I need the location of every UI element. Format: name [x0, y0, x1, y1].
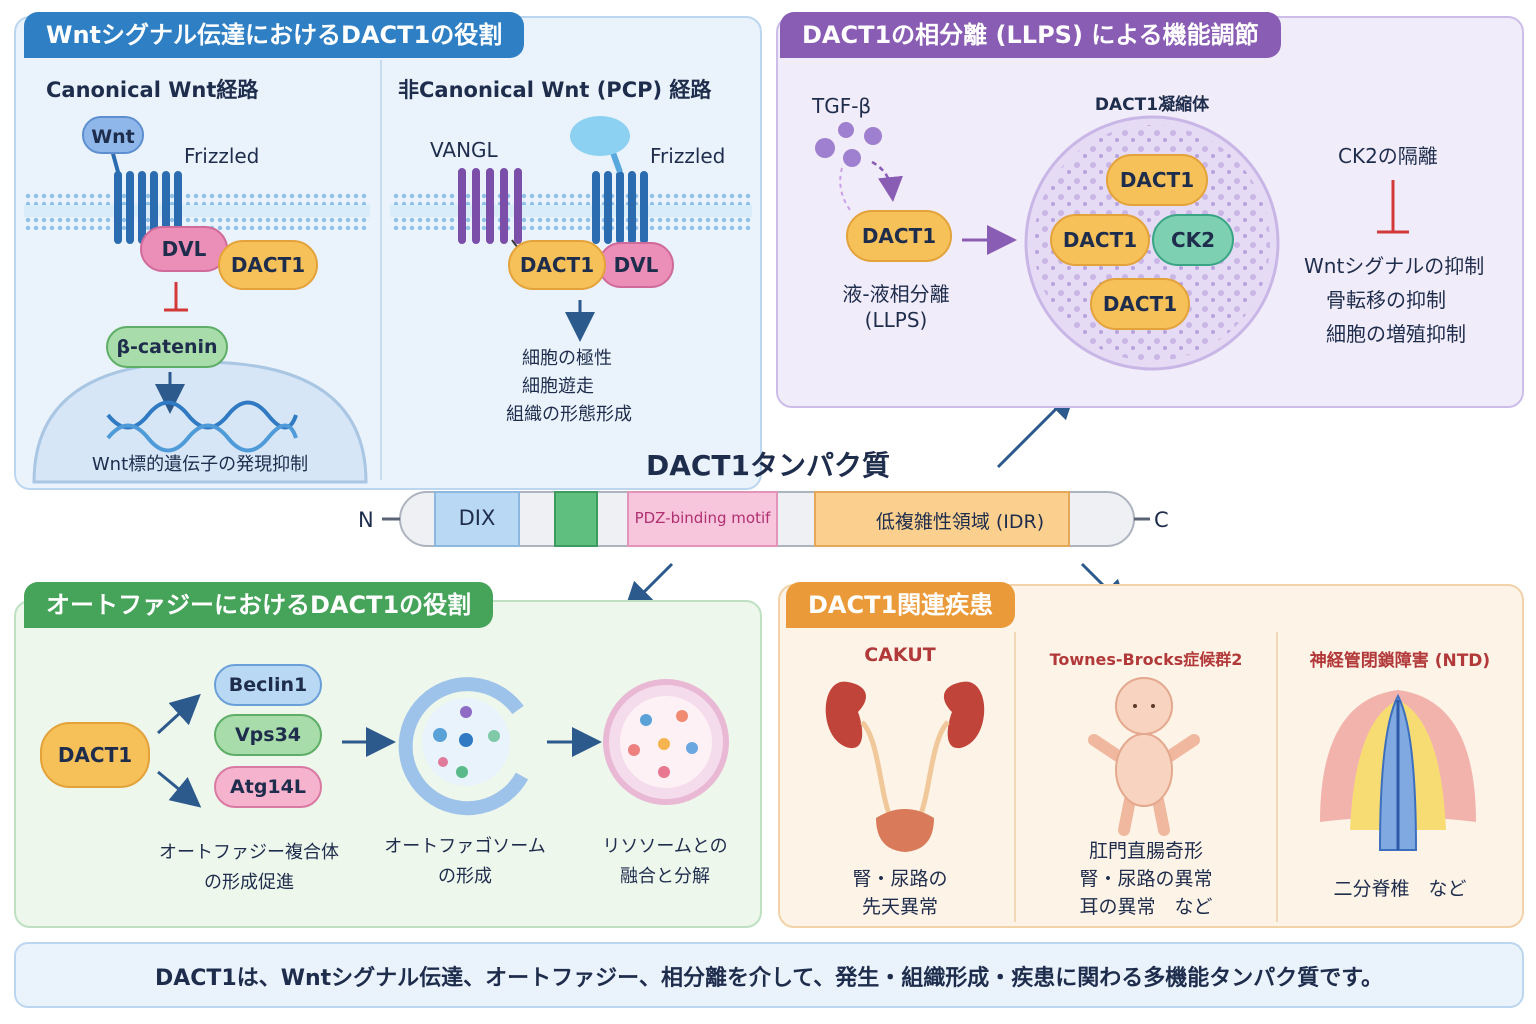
disease-cakut-desc-1: 腎・尿路の [852, 868, 948, 890]
summary-box [14, 942, 1524, 1008]
step3-line-2: 融合と分解 [620, 866, 710, 887]
protein-domain-green [554, 491, 598, 547]
c-terminus-label: C [1154, 508, 1169, 532]
canonical-dact1: DACT1 [218, 240, 318, 290]
llps-effect-3: 細胞の増殖抑制 [1326, 322, 1466, 346]
n-terminus-label: N [358, 508, 374, 532]
autophagy-dact1: DACT1 [40, 722, 150, 788]
condensate-dact1-left: DACT1 [1050, 214, 1150, 266]
pcp-title: 非Canonical Wnt (PCP) 経路 [398, 78, 712, 102]
disease-townes-title: Townes-Brocks症候群2 [1049, 650, 1243, 669]
disease-ntd-desc-1: 二分脊椎 など [1333, 878, 1467, 900]
wnt-panel-divider [380, 60, 382, 480]
step1-line-2: の形成促進 [204, 872, 294, 893]
canonical-frizzled-label: Frizzled [184, 144, 260, 168]
llps-panel-title: DACT1の相分離 (LLPS) による機能調節 [780, 12, 1281, 58]
wnt-panel-title: Wntシグナル伝達におけるDACT1の役割 [24, 12, 525, 58]
disease-cakut-desc-2: 先天異常 [861, 896, 938, 918]
disease-townes-desc-1: 肛門直腸奇形 [1088, 840, 1203, 862]
step3-line-1: リソソームとの [602, 836, 728, 857]
summary-text: DACT1は、Wntシグナル伝達、オートファジー、相分離を介して、発生・組織形成… [154, 966, 1384, 991]
llps-effect-1: Wntシグナルの抑制 [1304, 254, 1485, 278]
step2-line-1: オートファゴソーム [384, 836, 546, 857]
vangl-label: VANGL [430, 138, 498, 162]
disease-divider-2 [1276, 632, 1278, 922]
llps-effect-2: 骨転移の抑制 [1326, 288, 1446, 312]
wnt-ligand: Wnt [82, 116, 144, 154]
llps-process-line-1: 液-液相分離 [842, 282, 950, 306]
disease-ntd-title: 神経管閉鎖障害 (NTD) [1309, 651, 1491, 671]
canonical-title: Canonical Wnt経路 [46, 78, 259, 102]
condensate-title: DACT1凝縮体 [1094, 95, 1210, 115]
disease-townes-desc-2: 腎・尿路の異常 [1079, 868, 1213, 890]
disease-townes-desc-3: 耳の異常 など [1079, 896, 1213, 918]
pcp-outcome-1: 細胞の極性 [522, 348, 612, 369]
pcp-frizzled-label: Frizzled [650, 144, 726, 168]
pcp-dact1: DACT1 [508, 240, 606, 290]
beclin1: Beclin1 [214, 664, 322, 706]
beta-catenin: β-catenin [106, 326, 228, 368]
step2-line-2: の形成 [438, 866, 492, 887]
condensate-dact1-bottom: DACT1 [1090, 278, 1190, 330]
atg14l: Atg14L [214, 766, 322, 808]
tgf-beta-label: TGF-β [812, 94, 872, 118]
pcp-dvl: DVL [598, 242, 674, 288]
canonical-dvl: DVL [140, 226, 228, 272]
pcp-outcome-3: 組織の形態形成 [506, 404, 632, 425]
disease-panel-title: DACT1関連疾患 [786, 582, 1016, 628]
step1-line-1: オートファジー複合体 [159, 842, 339, 863]
canonical-caption: Wnt標的遺伝子の発現抑制 [91, 454, 309, 475]
pcp-outcome-2: 細胞遊走 [522, 376, 594, 397]
domain-dix: DIX [458, 506, 496, 530]
disease-divider-1 [1014, 632, 1016, 922]
llps-dact1: DACT1 [846, 210, 952, 262]
ck2-sequestration-label: CK2の隔離 [1338, 144, 1438, 168]
domain-idr: 低複雑性領域 (IDR) [875, 511, 1045, 533]
condensate-ck2: CK2 [1152, 214, 1234, 266]
llps-process-line-2: (LLPS) [864, 308, 928, 332]
autophagy-panel-title: オートファジーにおけるDACT1の役割 [24, 582, 494, 628]
vps34: Vps34 [214, 714, 322, 756]
disease-cakut-title: CAKUT [864, 644, 936, 666]
condensate-dact1-top: DACT1 [1106, 154, 1208, 206]
domain-pdz: PDZ-binding motif [634, 509, 771, 527]
protein-title: DACT1タンパク質 [645, 449, 891, 482]
